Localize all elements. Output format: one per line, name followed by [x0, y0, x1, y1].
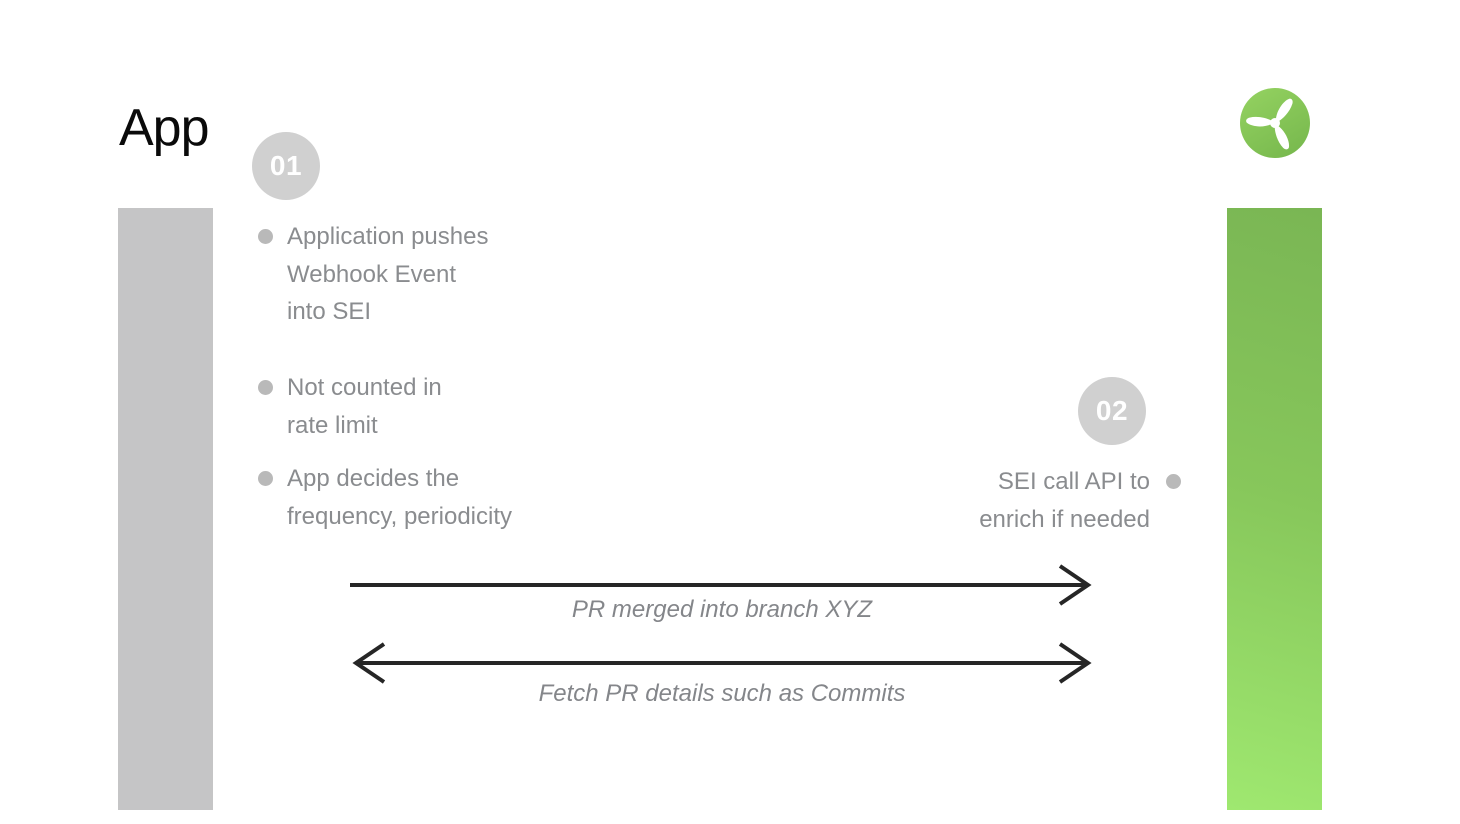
arrow-right-icon: [350, 564, 1092, 606]
arrow-label: PR merged into branch XYZ: [571, 596, 873, 623]
list-item-line: Webhook Event: [287, 260, 456, 288]
list-item-webhook-push: Application pushes Webhook Event into SE…: [258, 218, 488, 331]
arrow-double-icon: [352, 642, 1092, 684]
list-item-line: enrich if needed: [979, 505, 1150, 533]
list-item-line: Not counted in: [287, 374, 442, 401]
list-item-frequency: App decides the frequency, periodicity: [258, 460, 512, 535]
app-lane-bar: [118, 208, 213, 810]
list-item-line: SEI call API to: [997, 468, 1150, 495]
bullet-icon: [258, 380, 273, 395]
list-item-rate-limit: Not counted in rate limit: [258, 369, 442, 444]
sei-lane-bar: [1227, 208, 1322, 810]
list-item-line: into SEI: [287, 298, 372, 325]
list-item-line: frequency, periodicity: [287, 502, 512, 530]
list-item-line: App decides the: [287, 465, 460, 492]
list-item-sei-enrich: SEI call API to enrich if needed: [979, 463, 1181, 538]
step-badge-01: 01: [252, 132, 320, 200]
propeller-logo-icon: [1240, 88, 1310, 158]
bullet-icon: [258, 471, 273, 486]
list-item-line: rate limit: [287, 411, 378, 439]
bullet-icon: [1166, 474, 1181, 489]
page-title: App: [119, 99, 210, 157]
arrow-label: Fetch PR details such as Commits: [538, 680, 906, 707]
bullet-icon: [258, 229, 273, 244]
list-item-line: Application pushes: [287, 223, 489, 250]
step-badge-02: 02: [1078, 377, 1146, 445]
